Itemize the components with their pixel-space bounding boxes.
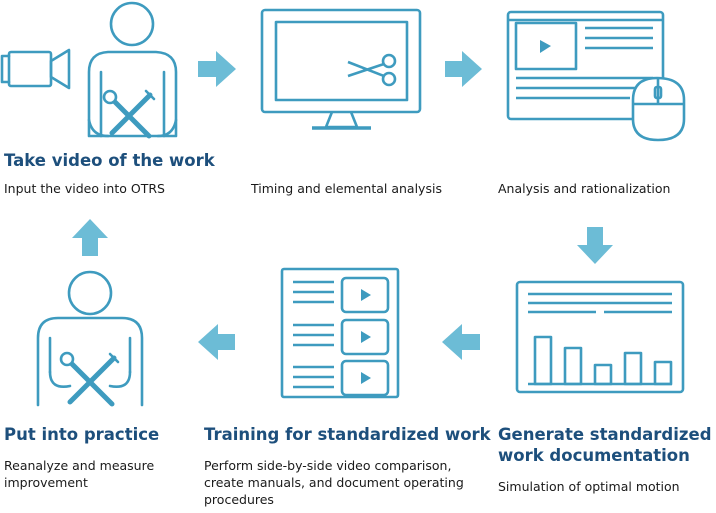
- play-icon: [540, 40, 551, 53]
- step-title-training: Training for standardized work: [204, 425, 491, 444]
- monitor-scissors-icon: [260, 8, 422, 130]
- arrow-down-3: [577, 227, 613, 264]
- play-icon: [361, 372, 371, 384]
- arrow-right-2: [445, 51, 482, 87]
- arrow-left-4: [442, 324, 480, 360]
- manual-video-list-icon: [280, 267, 400, 399]
- arrow-right-1: [198, 51, 236, 87]
- step-title-generate-line2: work documentation: [498, 446, 690, 465]
- step-desc-practice-line2: improvement: [4, 475, 88, 490]
- worker-tools-icon: [36, 270, 144, 407]
- document-bar-chart-icon: [515, 280, 685, 394]
- step-desc-generate: Simulation of optimal motion: [498, 479, 680, 494]
- video-window-mouse-icon: [506, 10, 686, 142]
- play-icon: [361, 289, 371, 301]
- step-desc-analysis: Analysis and rationalization: [498, 181, 671, 196]
- arrow-left-5: [198, 324, 235, 360]
- step-title-take-video: Take video of the work: [4, 151, 215, 170]
- step-title-generate-line1: Generate standardized: [498, 425, 712, 444]
- step-desc-take-video: Input the video into OTRS: [4, 181, 165, 196]
- arrow-up-6: [72, 219, 108, 256]
- step-desc-training-line2: create manuals, and document operating: [204, 475, 464, 490]
- step-desc-timing: Timing and elemental analysis: [251, 181, 442, 196]
- play-icon: [361, 331, 371, 343]
- step-desc-practice-line1: Reanalyze and measure: [4, 458, 155, 473]
- step-title-practice: Put into practice: [4, 425, 160, 444]
- step-desc-training-line1: Perform side-by-side video comparison,: [204, 458, 452, 473]
- video-camera-worker-icon: [0, 1, 178, 139]
- step-desc-training-line3: procedures: [204, 492, 274, 507]
